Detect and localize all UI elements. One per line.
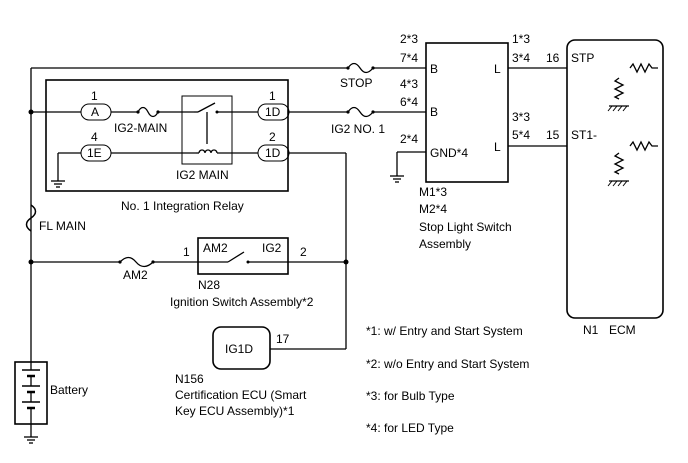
stop-pin-top-left-2: 7*4 xyxy=(400,51,418,65)
relay-pin-1d-bot: 1D xyxy=(265,146,281,160)
ign-name: Ignition Switch Assembly*2 xyxy=(170,295,314,309)
relay-pin-1d-top-num: 1 xyxy=(269,89,276,103)
battery-label: Battery xyxy=(50,383,88,397)
resistor-icon xyxy=(629,62,658,74)
ignition-contact xyxy=(246,260,250,264)
relay-box xyxy=(45,79,289,192)
stop-pin-mid-left-2: 6*4 xyxy=(400,95,418,109)
junction-dots xyxy=(28,65,622,265)
stop-term-l2: L xyxy=(494,140,501,154)
cert-name-1: Certification ECU (Smart xyxy=(175,388,307,402)
stop-term-b1: B xyxy=(430,62,438,76)
stop-term-l1: L xyxy=(494,62,501,76)
ign-term-ig2: IG2 xyxy=(262,241,282,255)
stop-term-b2: B xyxy=(430,105,438,119)
resistor-icon xyxy=(613,152,625,175)
ignition-switch-box xyxy=(197,237,289,275)
stop-id-1: M1*3 xyxy=(419,185,447,199)
fuse-ig2-main xyxy=(136,106,160,118)
ign-id: N28 xyxy=(198,278,220,292)
relay-switch-box xyxy=(181,95,233,165)
relay-pin-a: A xyxy=(91,105,99,119)
note-2: *2: w/o Entry and Start System xyxy=(366,357,529,371)
relay-contact xyxy=(215,110,219,114)
ground-icon xyxy=(24,436,38,444)
stop-pin-gnd-left: 2*4 xyxy=(400,132,418,146)
relay-coil-label: IG2 MAIN xyxy=(176,168,229,182)
ground-icon xyxy=(607,105,629,112)
relay-fuse-label: IG2-MAIN xyxy=(114,121,167,135)
relay-coil xyxy=(196,149,218,154)
stop-pin-bot-right-1: 3*3 xyxy=(512,110,530,124)
fuse-stop xyxy=(346,62,375,74)
ecm-pin-stp-num: 16 xyxy=(546,51,560,65)
stop-pin-top-right-1: 1*3 xyxy=(512,32,530,46)
stop-pin-top-right-2: 3*4 xyxy=(512,51,530,65)
resistor-icon xyxy=(629,140,658,152)
ecm-name: ECM xyxy=(609,323,636,337)
relay-pin-1e-num: 4 xyxy=(91,130,98,144)
ecm-box xyxy=(566,39,664,319)
ign-pin-right-num: 2 xyxy=(300,245,307,259)
stop-id-2: M2*4 xyxy=(419,202,447,216)
relay-pins xyxy=(80,103,290,162)
stop-term-gnd: GND*4 xyxy=(430,146,468,160)
battery-icon xyxy=(22,362,40,424)
ign-term-am2: AM2 xyxy=(203,241,228,255)
stop-pin-bot-right-2: 5*4 xyxy=(512,128,530,142)
note-4: *4: for LED Type xyxy=(366,421,454,435)
fuse-fl-main xyxy=(25,204,37,232)
ign-pin-left-num: 1 xyxy=(183,245,190,259)
stop-name-1: Stop Light Switch xyxy=(419,220,512,234)
ground-icon xyxy=(607,180,629,187)
relay-pin-1d-top: 1D xyxy=(265,105,281,119)
note-3: *3: for Bulb Type xyxy=(366,389,455,403)
fuse-ig2no1 xyxy=(346,106,375,118)
stop-pin-top-left-1: 2*3 xyxy=(400,32,418,46)
stop-name-2: Assembly xyxy=(419,237,471,251)
fuse-stop-label: STOP xyxy=(340,76,372,90)
ground-icon xyxy=(390,175,404,183)
resistor-icon xyxy=(613,77,625,100)
relay-pin-1d-bot-num: 2 xyxy=(269,130,276,144)
relay-pin-a-num: 1 xyxy=(91,89,98,103)
fuse-am2 xyxy=(118,256,155,268)
fuse-ig2no1-label: IG2 NO. 1 xyxy=(331,122,385,136)
cert-ecu-box xyxy=(212,326,271,370)
stop-pin-mid-left-1: 4*3 xyxy=(400,77,418,91)
cert-pin-num: 17 xyxy=(276,332,290,346)
fuse-am2-label: AM2 xyxy=(123,268,148,282)
fuse-fl-main-label: FL MAIN xyxy=(39,219,86,233)
stop-switch-box xyxy=(425,42,509,183)
cert-term: IG1D xyxy=(225,342,253,356)
ecm-pin-stp: STP xyxy=(571,51,594,65)
ground-icon xyxy=(51,180,65,188)
cert-name-2: Key ECU Assembly)*1 xyxy=(175,404,295,418)
relay-pin-1e: 1E xyxy=(87,146,102,160)
ecm-pin-st1: ST1- xyxy=(571,128,597,142)
ecm-pin-st1-num: 15 xyxy=(546,128,560,142)
note-1: *1: w/ Entry and Start System xyxy=(366,324,523,338)
ecm-id: N1 xyxy=(583,323,599,337)
cert-id: N156 xyxy=(175,372,204,386)
relay-name: No. 1 Integration Relay xyxy=(121,199,244,213)
